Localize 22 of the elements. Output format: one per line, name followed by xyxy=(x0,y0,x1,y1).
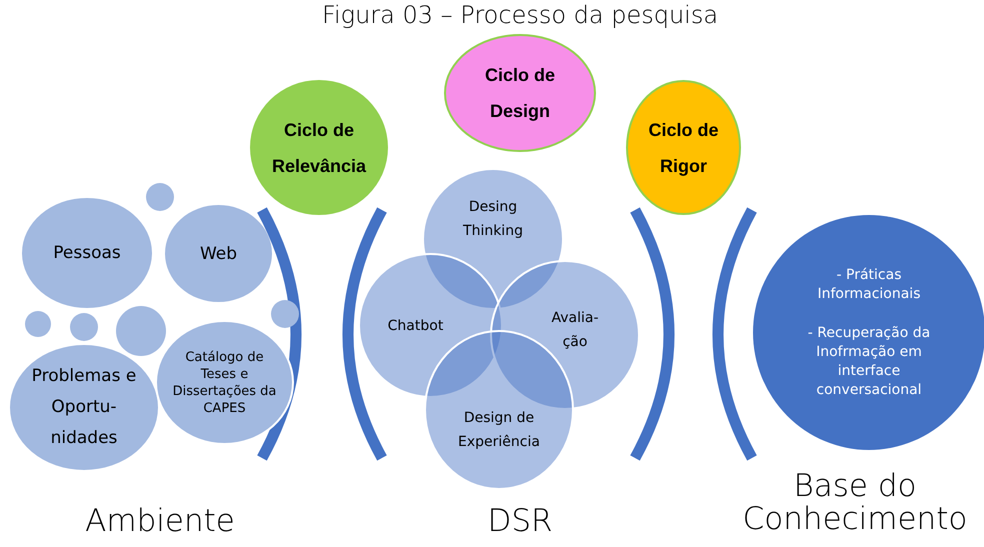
figure-title: Figura 03 – Processo da pesquisa xyxy=(320,0,720,30)
venn-label: Chatbot xyxy=(388,316,444,336)
cycle-label: Ciclo de Rigor xyxy=(647,118,720,178)
bubble xyxy=(70,313,98,341)
venn-label: Design de Experiência xyxy=(457,409,541,452)
bubble xyxy=(146,183,174,211)
bubble xyxy=(271,300,299,328)
venn-label: Desing Thinking xyxy=(462,198,524,241)
bubble-label: Pessoas xyxy=(53,242,121,264)
bubble-label: Problemas e Oportu- nidades xyxy=(30,365,138,450)
cycle-label: Ciclo de Design xyxy=(484,64,556,123)
section-label: Ambiente xyxy=(84,505,236,538)
section-label: Base do Conhecimento xyxy=(742,470,968,536)
bubble xyxy=(116,306,166,356)
cycle-label: Ciclo de Relevância xyxy=(270,118,368,178)
bubble-label: Web xyxy=(200,242,238,264)
knowledge-item: - Recuperação da Inofrmação em interface conversacional xyxy=(806,324,932,400)
venn-label: Avalia- ção xyxy=(550,309,600,352)
section-label: DSR xyxy=(486,505,554,538)
bubble xyxy=(25,311,51,337)
bubble-label: Catálogo de Teses e Dissertações da CAPES xyxy=(172,348,278,416)
knowledge-item: - Práticas Informacionais xyxy=(816,266,922,304)
